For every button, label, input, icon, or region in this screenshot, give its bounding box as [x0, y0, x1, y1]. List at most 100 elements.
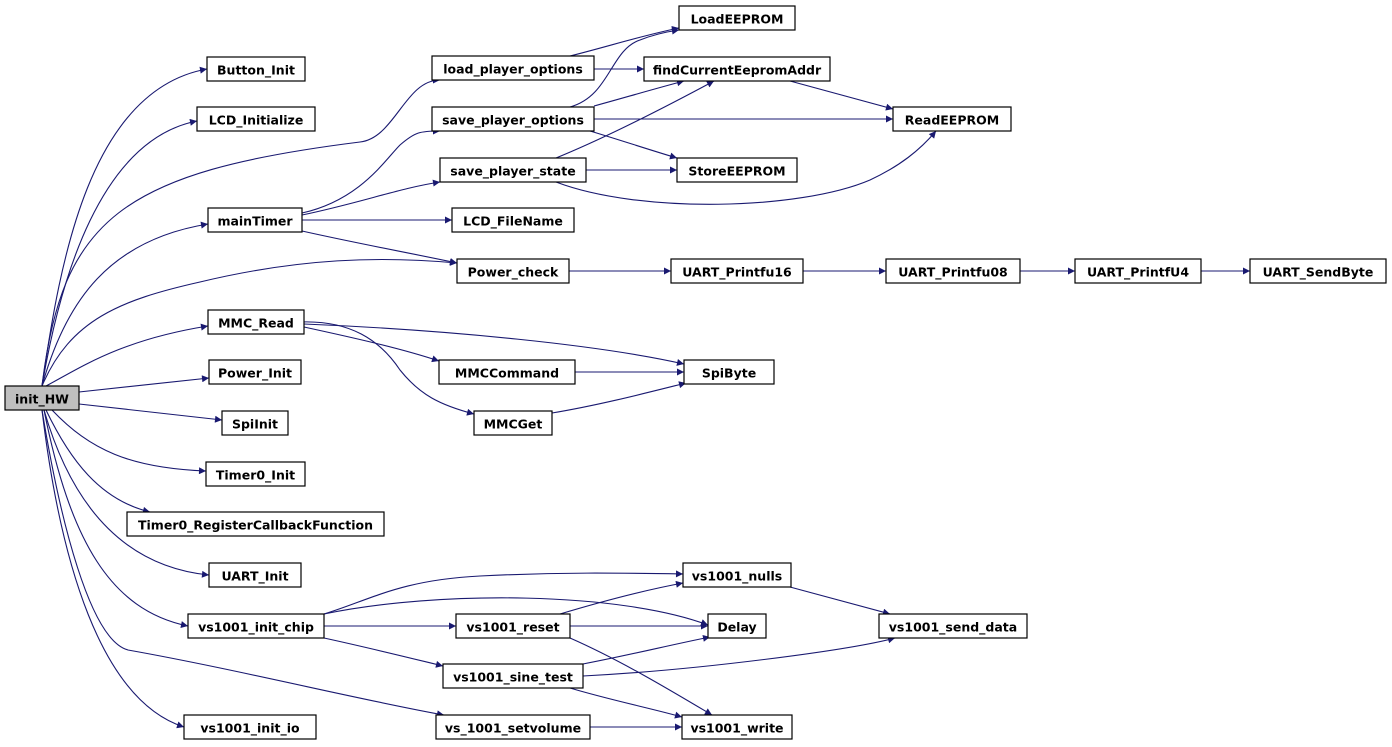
node-box	[473, 410, 553, 436]
node-Button_Init[interactable]: Button_Init	[206, 56, 306, 82]
node-Timer0_RegisterCallbackFunction[interactable]: Timer0_RegisterCallbackFunction	[126, 511, 385, 537]
node-label: Timer0_Init	[216, 468, 295, 484]
node-Timer0_Init[interactable]: Timer0_Init	[205, 461, 306, 487]
node-label: MMC_Read	[218, 316, 294, 332]
node-box	[678, 5, 796, 31]
edge-vs1001_sine_test-to-Delay	[582, 634, 711, 665]
node-label: UART_SendByte	[1263, 265, 1374, 281]
edge-init_HW-to-load_player_options	[41, 76, 441, 387]
edge-save_player_state-to-findCurrentEepromAddr	[555, 80, 715, 159]
node-label: Power_Init	[218, 366, 292, 382]
node-label: MMCCommand	[455, 366, 559, 381]
node-UART_Printfu16[interactable]: UART_Printfu16	[670, 258, 804, 284]
node-MMCCommand[interactable]: MMCCommand	[438, 359, 576, 385]
node-UART_Printfu08[interactable]: UART_Printfu08	[885, 258, 1021, 284]
node-SpiInit[interactable]: SpiInit	[221, 410, 289, 436]
node-vs1001_nulls[interactable]: vs1001_nulls	[682, 562, 792, 588]
edge-init_HW-to-Timer0_Init	[51, 409, 207, 475]
node-MMCGet[interactable]: MMCGet	[473, 410, 553, 436]
edge-init_HW-to-vs1001_init_io	[41, 409, 185, 729]
edge-mainTimer-to-Power_check	[301, 230, 458, 265]
call-edges	[41, 25, 1250, 731]
node-vs1001_init_io[interactable]: vs1001_init_io	[183, 714, 317, 740]
edge-init_HW-to-vs1001_init_chip	[43, 409, 189, 629]
node-save_player_state[interactable]: save_player_state	[439, 157, 587, 183]
node-vs1001_send_data[interactable]: vs1001_send_data	[878, 613, 1028, 639]
node-label: vs1001_send_data	[889, 620, 1017, 636]
node-box	[456, 258, 570, 284]
node-Power_Init[interactable]: Power_Init	[208, 359, 302, 385]
node-load_player_options[interactable]: load_player_options	[431, 55, 595, 81]
node-box	[183, 714, 317, 740]
node-init_HW[interactable]: init_HW	[4, 385, 80, 411]
edge-init_HW-to-LCD_Initialize	[41, 118, 198, 387]
node-StoreEEPROM[interactable]: StoreEEPROM	[676, 157, 798, 183]
edge-vs1001_reset-to-vs1001_nulls	[559, 580, 684, 615]
node-box	[205, 461, 306, 487]
node-Power_check[interactable]: Power_check	[456, 258, 570, 284]
node-label: vs1001_init_chip	[198, 620, 314, 636]
edge-MMC_Read-to-SpiByte	[303, 323, 685, 366]
edge-save_player_options-to-LoadEEPROM	[569, 27, 680, 108]
node-MMC_Read[interactable]: MMC_Read	[207, 309, 305, 335]
node-box	[683, 359, 775, 385]
edge-MMC_Read-to-MMCGet	[299, 321, 475, 416]
node-label: UART_Printfu16	[682, 265, 792, 281]
node-label: SpiInit	[232, 417, 278, 432]
node-label: LCD_FileName	[463, 214, 563, 230]
node-box	[431, 55, 595, 81]
node-label: vs1001_nulls	[692, 569, 782, 585]
node-box	[439, 157, 587, 183]
edge-init_HW-to-Button_Init	[41, 66, 208, 387]
edge-findCurrentEepromAddr-to-ReadEEPROM	[789, 80, 894, 111]
node-vs1001_write[interactable]: vs1001_write	[681, 714, 793, 740]
node-label: vs_1001_setvolume	[445, 721, 581, 737]
node-UART_SendByte[interactable]: UART_SendByte	[1249, 258, 1387, 284]
node-vs_1001_setvolume[interactable]: vs_1001_setvolume	[435, 714, 591, 740]
node-ReadEEPROM[interactable]: ReadEEPROM	[892, 106, 1012, 132]
node-label: ReadEEPROM	[905, 113, 999, 128]
node-box	[1249, 258, 1387, 284]
edge-MMC_Read-to-MMCCommand	[303, 326, 440, 363]
node-box	[707, 613, 767, 639]
node-box	[208, 562, 302, 588]
node-box	[196, 106, 316, 132]
node-vs1001_reset[interactable]: vs1001_reset	[455, 613, 571, 639]
node-box	[670, 258, 804, 284]
node-findCurrentEepromAddr[interactable]: findCurrentEepromAddr	[643, 56, 831, 82]
edge-mainTimer-to-save_player_state	[301, 179, 441, 216]
edge-init_HW-to-Timer0_RegisterCallbackFunction	[45, 409, 151, 514]
node-box	[438, 359, 576, 385]
node-label: UART_PrintfU4	[1087, 265, 1189, 281]
edge-MMCGet-to-SpiByte	[551, 381, 687, 414]
node-UART_Init[interactable]: UART_Init	[208, 562, 302, 588]
edge-init_HW-to-SpiInit	[78, 403, 223, 423]
node-SpiByte[interactable]: SpiByte	[683, 359, 775, 385]
node-mainTimer[interactable]: mainTimer	[207, 207, 303, 233]
node-box	[878, 613, 1028, 639]
node-LoadEEPROM[interactable]: LoadEEPROM	[678, 5, 796, 31]
node-label: vs1001_init_io	[200, 721, 300, 737]
node-label: init_HW	[15, 392, 69, 408]
node-vs1001_sine_test[interactable]: vs1001_sine_test	[442, 663, 584, 689]
node-UART_PrintfU4[interactable]: UART_PrintfU4	[1074, 258, 1202, 284]
node-label: MMCGet	[484, 417, 543, 432]
node-vs1001_init_chip[interactable]: vs1001_init_chip	[187, 613, 325, 639]
node-box	[676, 157, 798, 183]
edge-init_HW-to-MMC_Read	[45, 323, 209, 387]
edge-vs1001_sine_test-to-vs1001_write	[569, 687, 683, 719]
edge-vs1001_sine_test-to-vs1001_send_data	[582, 636, 896, 677]
edge-init_HW-to-mainTimer	[41, 221, 209, 387]
node-Delay[interactable]: Delay	[707, 613, 767, 639]
node-box	[206, 56, 306, 82]
edge-vs1001_nulls-to-vs1001_send_data	[789, 586, 891, 616]
node-box	[681, 714, 793, 740]
node-LCD_FileName[interactable]: LCD_FileName	[451, 207, 575, 233]
node-box	[431, 106, 595, 132]
node-LCD_Initialize[interactable]: LCD_Initialize	[196, 106, 316, 132]
node-label: SpiByte	[702, 366, 756, 381]
node-label: Delay	[717, 620, 756, 635]
node-box	[892, 106, 1012, 132]
node-save_player_options[interactable]: save_player_options	[431, 106, 595, 132]
node-label: vs1001_sine_test	[453, 670, 573, 686]
